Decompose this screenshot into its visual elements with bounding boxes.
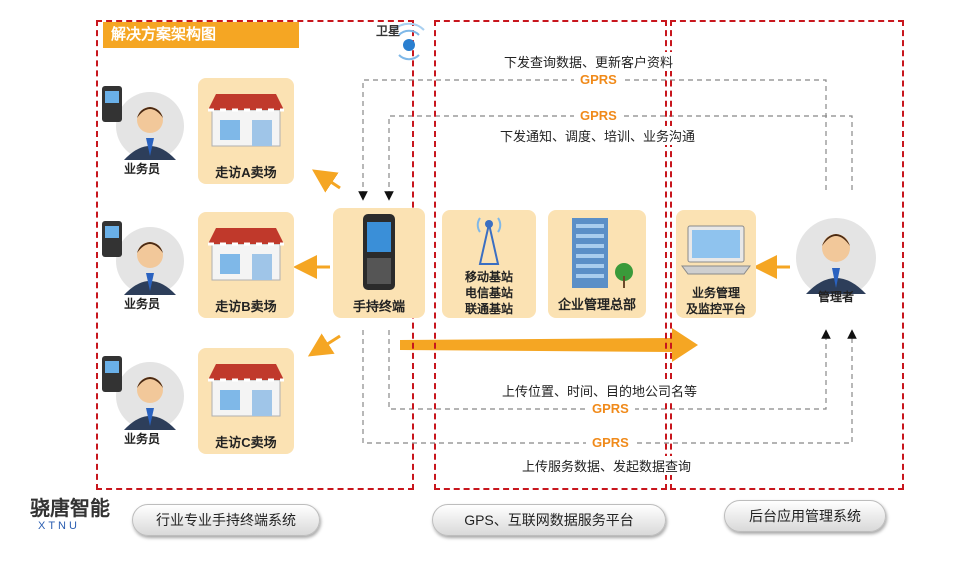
salesperson-1: 业务员 — [100, 82, 184, 182]
antenna-tower-icon — [476, 217, 502, 265]
platform-line: 业务管理 — [691, 286, 740, 300]
store-c-card: 走访C卖场 — [198, 348, 294, 454]
store-b-card: 走访B卖场 — [198, 212, 294, 318]
salesperson-icon — [102, 356, 184, 430]
gprs-label-3: GPRS — [586, 401, 635, 416]
bottom-outer-line — [362, 329, 857, 444]
salesperson-label: 业务员 — [123, 162, 160, 176]
hq-label: 企业管理总部 — [557, 297, 636, 312]
region-data-platform — [434, 20, 667, 490]
store-icon — [208, 364, 284, 417]
base-station-card: 移动基站 电信基站 联通基站 — [442, 210, 536, 318]
flow-text-bottom-2: 上传服务数据、发起数据查询 — [518, 456, 696, 475]
office-building-icon — [572, 218, 633, 288]
gprs-label-4: GPRS — [586, 435, 635, 450]
base-station-line: 移动基站 — [464, 270, 513, 284]
flow-text-bottom-1: 上传位置、时间、目的地公司名等 — [498, 381, 702, 400]
flow-text-top-2: 下发通知、调度、培训、业务沟通 — [496, 126, 700, 145]
system-pill-terminal: 行业专业手持终端系统 — [132, 504, 320, 536]
salesperson-icon — [102, 86, 184, 160]
diagram-title: 解决方案架构图 — [103, 22, 299, 48]
store-label: 走访A卖场 — [215, 165, 277, 180]
brand-logo-text: XTNU — [38, 520, 80, 532]
manager-icon — [796, 218, 876, 298]
store-label: 走访C卖场 — [215, 435, 277, 450]
terminal-card: 手持终端 — [333, 208, 425, 318]
salesperson-label: 业务员 — [123, 297, 160, 311]
base-station-line: 联通基站 — [464, 302, 513, 316]
laptop-icon — [681, 225, 751, 275]
data-flow-arrow — [400, 328, 698, 362]
satellite-icon — [393, 22, 425, 61]
top-inner-line — [384, 115, 853, 201]
system-pill-platform: GPS、互联网数据服务平台 — [432, 504, 666, 536]
manager: 管理者 — [790, 208, 882, 308]
system-pill-backend: 后台应用管理系统 — [724, 500, 886, 532]
store-icon — [208, 228, 284, 281]
terminal-label: 手持终端 — [352, 299, 405, 314]
store-icon — [208, 94, 284, 147]
platform-card: 业务管理 及监控平台 — [676, 210, 756, 318]
manager-label: 管理者 — [817, 290, 854, 304]
salesperson-icon — [102, 221, 184, 295]
hq-card: 企业管理总部 — [548, 210, 646, 318]
brand-name: 骁唐智能 — [30, 498, 110, 520]
top-outer-line — [358, 79, 827, 201]
store-a-card: 走访A卖场 — [198, 78, 294, 184]
salesperson-label: 业务员 — [123, 432, 160, 446]
gprs-label-2: GPRS — [574, 108, 623, 123]
region-backend-system — [670, 20, 904, 490]
gprs-label-1: GPRS — [574, 72, 623, 87]
arrow-to-store-c — [307, 333, 341, 357]
salesperson-2: 业务员 — [100, 217, 184, 317]
satellite-label: 卫星 — [376, 24, 401, 38]
base-station-line: 电信基站 — [464, 286, 513, 300]
platform-line: 及监控平台 — [685, 302, 746, 316]
salesperson-3: 业务员 — [100, 352, 184, 452]
flow-text-top-1: 下发查询数据、更新客户资料 — [500, 52, 678, 71]
handheld-terminal-icon — [363, 214, 395, 290]
arrow-to-store-a — [312, 169, 341, 193]
store-label: 走访B卖场 — [215, 299, 277, 314]
